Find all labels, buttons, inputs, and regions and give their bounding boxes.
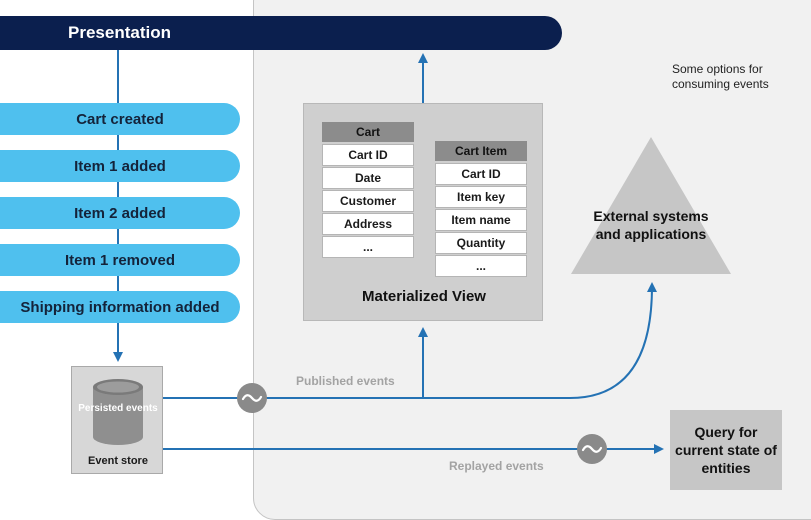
cart-item-table-cell: ...	[435, 255, 527, 277]
presentation-label: Presentation	[68, 23, 171, 42]
event-label: Item 2 added	[74, 204, 166, 222]
database-icon	[93, 379, 143, 445]
event-label: Shipping information added	[20, 298, 220, 316]
event-label: Item 1 added	[74, 157, 166, 175]
external-systems-label: External systems and applications	[593, 208, 709, 242]
cart-table-cell: Cart ID	[322, 144, 414, 166]
cart-table-cell: ...	[322, 236, 414, 258]
event-item2-added: Item 2 added	[0, 197, 240, 229]
materialized-view: Cart Cart ID Date Customer Address ... C…	[303, 103, 543, 321]
published-events-label: Published events	[296, 374, 395, 388]
materialized-view-label: Materialized View	[362, 288, 486, 305]
published-wave-icon	[237, 383, 267, 413]
cart-item-table-cell: Item name	[435, 209, 527, 231]
cart-item-table-cell: Cart ID	[435, 163, 527, 185]
event-label: Cart created	[76, 110, 164, 128]
event-item1-removed: Item 1 removed	[0, 244, 240, 276]
event-label: Item 1 removed	[64, 251, 176, 269]
cart-table-cell: Address	[322, 213, 414, 235]
cart-item-table-cell: Quantity	[435, 232, 527, 254]
event-item1-added: Item 1 added	[0, 150, 240, 182]
replayed-events-label: Replayed events	[449, 459, 544, 473]
event-store-label: Event store	[88, 455, 148, 467]
cart-item-table-header: Cart Item	[435, 141, 527, 161]
event-store: Persisted events Event store	[71, 366, 163, 474]
cart-table-cell: Customer	[322, 190, 414, 212]
cart-table-cell: Date	[322, 167, 414, 189]
replayed-wave-icon	[577, 434, 607, 464]
query-box: Query for current state of entities	[670, 410, 782, 490]
persisted-events-label: Persisted events	[78, 403, 158, 414]
event-shipping-added: Shipping information added	[0, 291, 240, 323]
presentation-bar: Presentation	[0, 16, 562, 50]
options-caption: Some options for consuming events	[672, 62, 769, 91]
cart-table-header: Cart	[322, 122, 414, 142]
external-systems-triangle	[571, 137, 731, 274]
event-cart-created: Cart created	[0, 103, 240, 135]
published-to-external-arrow	[423, 282, 657, 399]
query-label: Query for current state of entities	[675, 424, 777, 476]
cart-item-table-cell: Item key	[435, 186, 527, 208]
